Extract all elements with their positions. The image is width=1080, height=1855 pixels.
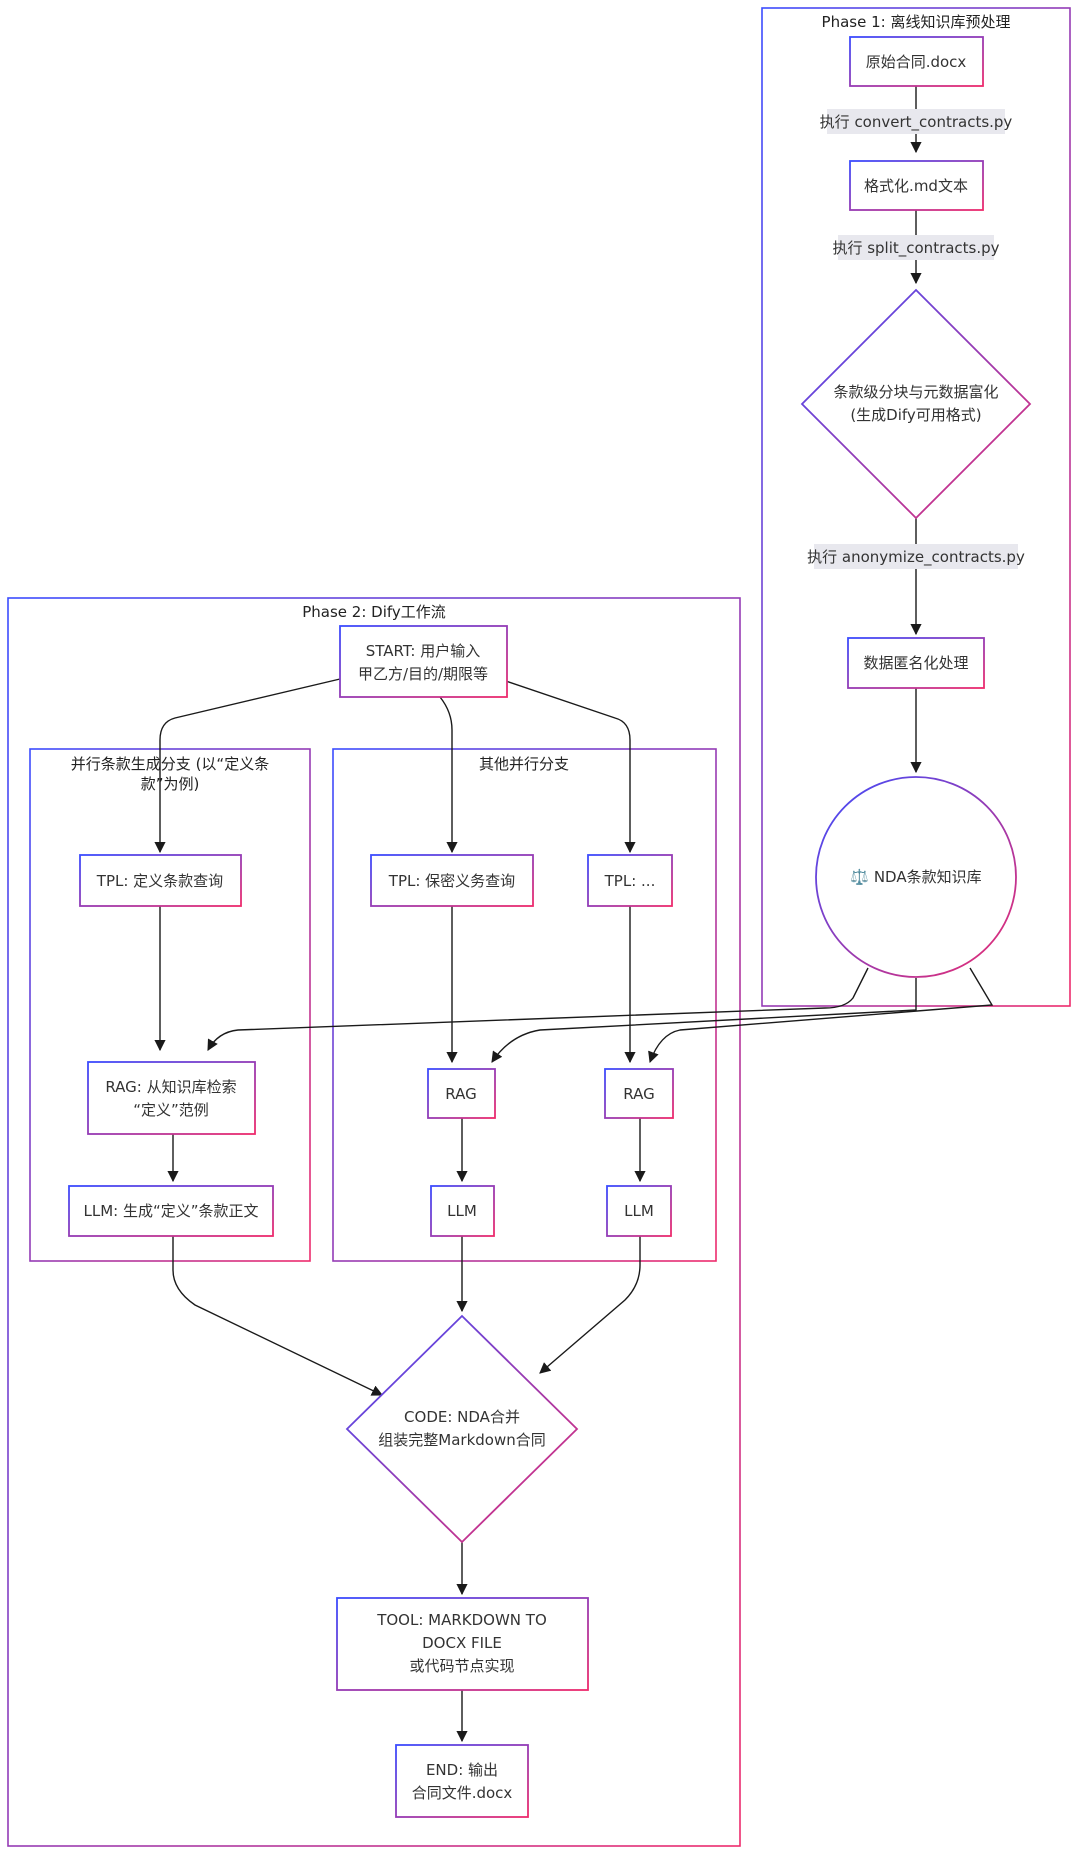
edge-llm-main-to-code [172, 1236, 384, 1396]
node-tpl-other [587, 854, 673, 907]
edge-label-convert: 执行 convert_contracts.py [820, 113, 1013, 132]
phase1-title: Phase 1: 离线知识库预处理 [822, 13, 1011, 31]
node-tpl-definition-label: TPL: 定义条款查询 [96, 872, 223, 890]
node-source-docx-label: 原始合同.docx [866, 53, 967, 71]
node-code-merge-line2: 组装完整Markdown合同 [378, 1431, 545, 1449]
node-tool-docx-line2: DOCX FILE [422, 1634, 502, 1652]
node-end-line1: END: 输出 [426, 1761, 498, 1779]
branch-main-title-line1: 并行条款生成分支 (以“定义条 [71, 755, 269, 773]
node-rag-definition-line1: RAG: 从知识库检索 [105, 1078, 236, 1096]
node-tool-docx-line3: 或代码节点实现 [409, 1657, 514, 1675]
node-anonymize [847, 637, 985, 689]
node-rag-2 [604, 1068, 674, 1119]
node-llm-definition-label: LLM: 生成“定义”条款正文 [83, 1202, 258, 1220]
node-tpl-confidentiality [370, 854, 534, 907]
node-chunking-line1: 条款级分块与元数据富化 [833, 383, 998, 401]
node-tool-docx-line1: TOOL: MARKDOWN TO [376, 1611, 547, 1629]
node-tpl-confidentiality-label: TPL: 保密义务查询 [388, 872, 515, 890]
node-llm-2-label: LLM [624, 1202, 654, 1220]
edge-start-to-tpl-main [154, 678, 341, 854]
node-llm-2 [606, 1185, 672, 1237]
edge-label-anonymize-bg [814, 544, 1018, 569]
node-rag-1-label: RAG [445, 1085, 476, 1103]
node-knowledge-base-label: ⚖️ NDA条款知识库 [850, 868, 981, 886]
edge-kb-to-rag2 [648, 967, 994, 1064]
node-rag-2-label: RAG [623, 1085, 654, 1103]
edge-label-split-bg [838, 235, 994, 260]
node-formatted-md [849, 160, 984, 211]
branch-main-title-line2: 款”为例) [141, 775, 200, 793]
edge-label-convert-bg [827, 109, 1005, 134]
node-start-line1: START: 用户输入 [366, 642, 480, 660]
node-formatted-md-label: 格式化.md文本 [864, 177, 968, 195]
node-llm-1 [430, 1185, 495, 1237]
edge-start-to-tpl2 [499, 678, 636, 854]
edge-kb-to-rag-main [207, 967, 869, 1051]
node-rag-1 [427, 1068, 496, 1119]
node-rag-definition [87, 1061, 256, 1135]
node-end [395, 1744, 529, 1818]
node-source-docx [849, 36, 984, 87]
edge-label-split: 执行 split_contracts.py [832, 239, 999, 258]
node-code-merge [345, 1314, 579, 1544]
node-tpl-other-label: TPL: ... [604, 872, 656, 890]
node-llm-definition [68, 1185, 274, 1237]
node-llm-1-label: LLM [447, 1202, 477, 1220]
phase2-title: Phase 2: Dify工作流 [302, 603, 446, 621]
edges [154, 86, 994, 1743]
node-code-merge-line1: CODE: NDA合并 [404, 1408, 520, 1426]
node-start [339, 625, 508, 698]
node-start-line2: 甲乙方/目的/期限等 [358, 665, 488, 683]
node-tpl-definition [79, 854, 242, 907]
node-tool-docx [336, 1597, 589, 1691]
edge-label-anonymize: 执行 anonymize_contracts.py [807, 548, 1025, 567]
node-chunking-line2: (生成Dify可用格式) [850, 406, 981, 424]
edge-start-to-tpl1 [439, 696, 458, 854]
node-anonymize-label: 数据匿名化处理 [863, 654, 968, 672]
node-chunking [800, 288, 1032, 520]
node-knowledge-base [815, 776, 1017, 978]
branch-other-title: 其他并行分支 [479, 755, 569, 773]
node-end-line2: 合同文件.docx [412, 1784, 513, 1802]
node-rag-definition-line2: “定义”范例 [133, 1101, 209, 1119]
edge-llm2-to-code [539, 1236, 641, 1374]
edge-kb-to-rag1 [491, 978, 917, 1063]
branch-main-group [29, 748, 311, 1262]
branch-other-group [332, 748, 717, 1262]
phase2-group [7, 597, 741, 1847]
